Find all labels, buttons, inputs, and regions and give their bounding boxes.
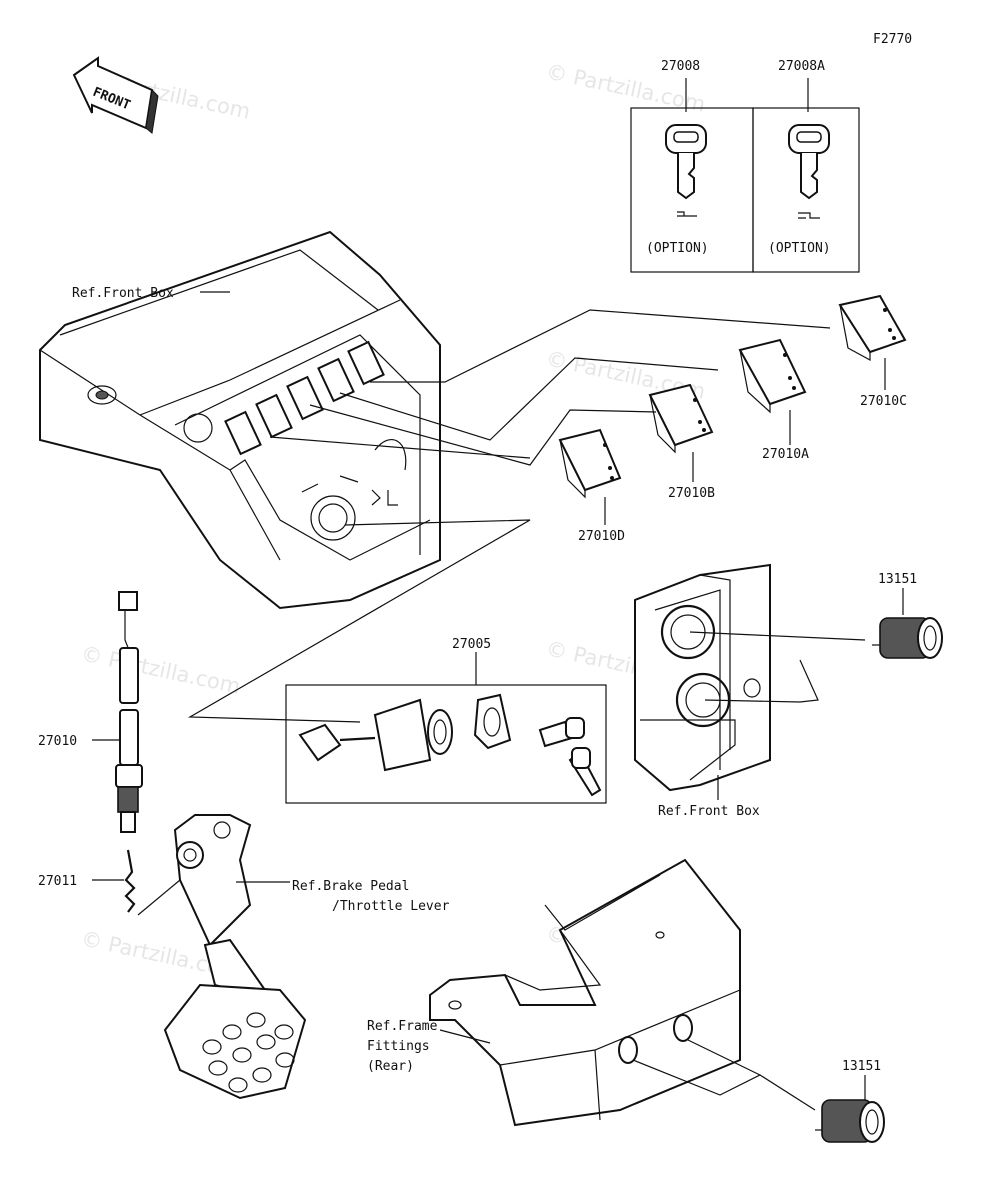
socket-13151-top: 13151 [872, 572, 943, 659]
ignition-switch-27005: 27005 [285, 637, 607, 804]
part-number-27008A: 27008A [778, 59, 825, 74]
ref-brake-pedal-line1: Ref.Brake Pedal [292, 879, 409, 894]
key-icon [538, 717, 602, 797]
key-27008A-box: 27008A (OPTION) [752, 59, 860, 273]
key-icon [788, 124, 830, 200]
part-number-27010: 27010 [38, 734, 77, 749]
ref-brake-pedal-line2: /Throttle Lever [332, 899, 450, 914]
pedal-holes [202, 1012, 295, 1093]
front-arrow-icon: FRONT [72, 56, 159, 134]
rocker-switch-27010B: 27010B [648, 383, 715, 501]
front-box-sockets [634, 563, 866, 800]
ref-front-box-top: Ref.Front Box [72, 286, 174, 301]
diagram-code: F2770 [873, 32, 912, 47]
spring-27011: 27011 [38, 849, 136, 913]
brake-switch-27010: 27010 [38, 591, 143, 833]
ref-frame-line1: Ref.Frame [367, 1019, 438, 1034]
option-note: (OPTION) [646, 241, 709, 256]
frame-fittings-rear [429, 858, 816, 1127]
ref-front-box-right: Ref.Front Box [658, 804, 760, 819]
part-number-27010B: 27010B [668, 486, 715, 501]
part-number-27008: 27008 [661, 59, 700, 74]
key-icon [665, 124, 707, 200]
part-number-27010C: 27010C [860, 394, 907, 409]
part-number-13151-b: 13151 [842, 1059, 881, 1074]
rocker-switch-27010A: 27010A [738, 338, 809, 462]
switch-slots [224, 340, 385, 456]
leader-lines [187, 309, 831, 723]
rocker-switch-27010D: 27010D [558, 428, 625, 544]
option-note: (OPTION) [768, 241, 831, 256]
key-27008-box: 27008 (OPTION) [630, 59, 754, 273]
part-number-27005: 27005 [452, 637, 491, 652]
part-number-27011: 27011 [38, 874, 77, 889]
part-number-27010A: 27010A [762, 447, 809, 462]
rocker-switch-27010C: 27010C [838, 294, 907, 409]
socket-13151-bottom: 13151 [815, 1059, 885, 1143]
front-box-dashboard [39, 230, 441, 610]
brake-pedal [137, 814, 307, 1100]
part-number-27010D: 27010D [578, 529, 625, 544]
ref-frame-line2: Fittings [367, 1039, 430, 1054]
ref-frame-line3: (Rear) [367, 1059, 414, 1074]
watermark: © Partzilla.com [79, 641, 243, 698]
part-number-13151: 13151 [878, 572, 917, 587]
